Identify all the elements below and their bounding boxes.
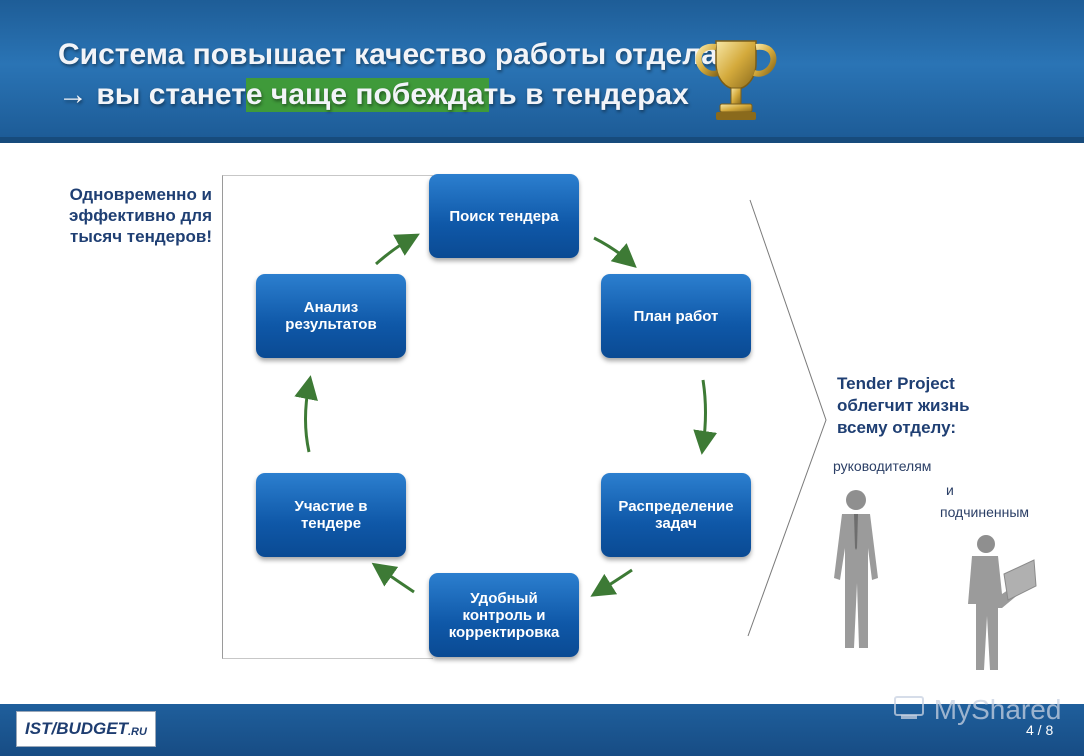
step-label: Удобный контроль и корректировка xyxy=(448,589,560,641)
watermark-text: MyShared xyxy=(933,694,1062,725)
cycle-arrow-icon xyxy=(294,375,318,453)
step-search-tender: Поиск тендера xyxy=(429,174,579,258)
istbudget-logo[interactable]: IST/BUDGET.RU xyxy=(16,711,156,747)
slide-title-line1: Система повышает качество работы отдела xyxy=(58,38,718,71)
myshared-watermark: MyShared xyxy=(892,692,1061,726)
step-analysis: Анализ результатов xyxy=(256,274,406,358)
left-note: Одновременно и эффективно для тысяч тенд… xyxy=(69,185,212,246)
cycle-arrow-icon xyxy=(375,233,420,266)
slide-header xyxy=(0,0,1084,143)
trophy-icon xyxy=(695,40,777,120)
step-label: План работ xyxy=(633,307,719,325)
right-title-line3: всему отделу: xyxy=(837,418,957,437)
title-highlight xyxy=(246,78,489,112)
slide-footer xyxy=(0,704,1084,756)
reading-man-icon xyxy=(968,535,1037,670)
step-label: Анализ результатов xyxy=(285,299,377,333)
cycle-arrow-icon xyxy=(593,236,637,268)
cycle-frame xyxy=(222,175,433,659)
right-title: Tender Project облегчит жизнь всему отде… xyxy=(837,373,970,439)
cycle-arrow-icon xyxy=(693,379,718,455)
logo-text: IST/BUDGET xyxy=(25,719,128,738)
myshared-icon xyxy=(894,696,924,719)
logo-suffix: .RU xyxy=(128,726,147,738)
right-title-line2: облегчит жизнь xyxy=(837,396,970,415)
step-label: Участие в тендере xyxy=(294,498,368,532)
step-task-distribution: Распределение задач xyxy=(601,473,751,557)
role-subordinates: подчиненным xyxy=(940,504,1030,520)
step-participation: Участие в тендере xyxy=(256,473,406,557)
step-label: Распределение задач xyxy=(618,498,734,532)
role-and: и xyxy=(946,482,954,498)
slide-title-line2: → вы станете чаще побеждать в тендерах xyxy=(58,78,689,111)
right-bracket xyxy=(747,199,827,637)
step-control: Удобный контроль и корректировка xyxy=(429,573,579,657)
role-managers: руководителям xyxy=(833,458,932,474)
step-work-plan: План работ xyxy=(601,274,751,358)
page-number: 4 / 8 xyxy=(1026,722,1054,738)
right-title-line1: Tender Project xyxy=(837,374,955,393)
step-label: Поиск тендера xyxy=(449,207,559,225)
cycle-arrow-icon xyxy=(590,568,633,597)
businessman-icon xyxy=(834,490,878,648)
cycle-arrow-icon xyxy=(371,562,415,594)
